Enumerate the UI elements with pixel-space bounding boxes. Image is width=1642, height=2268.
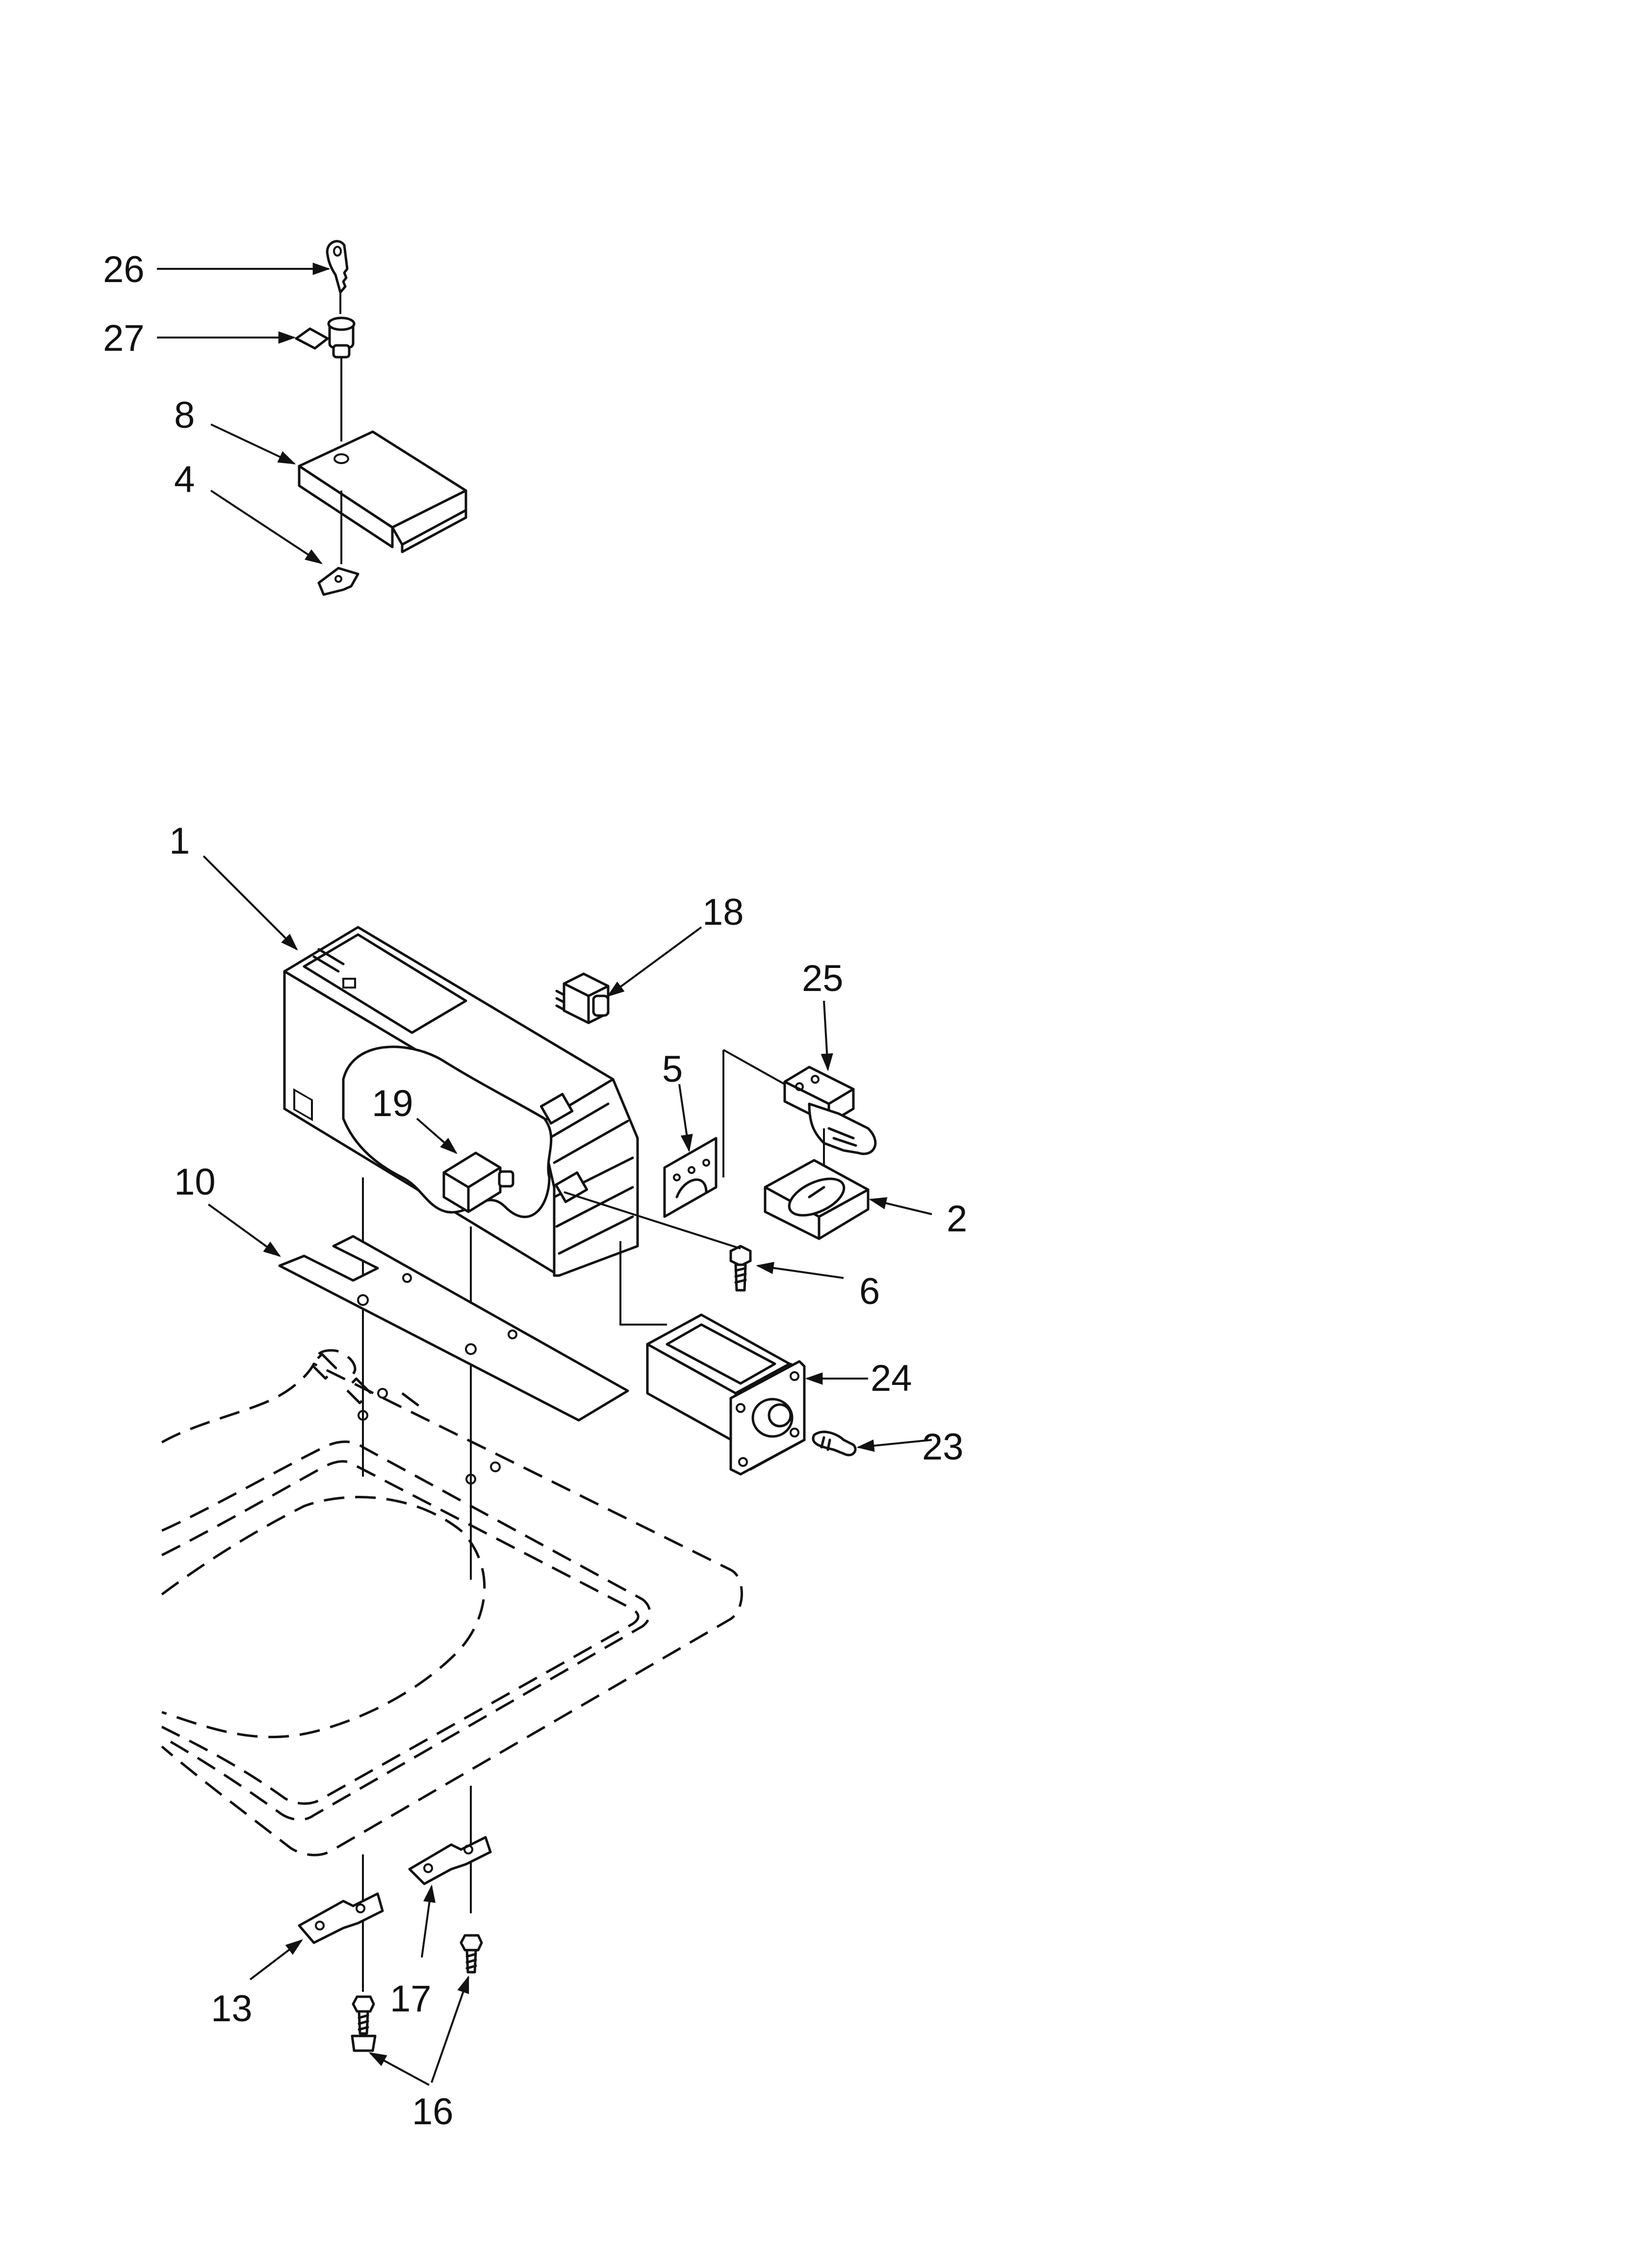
callout-label: 26 (103, 249, 145, 290)
callout-arrows (157, 262, 932, 2086)
part-16-screw (351, 1995, 377, 2052)
callout-label: 13 (211, 1988, 253, 2030)
part-23-pin (812, 1431, 857, 1457)
part-18-rocker-switch (555, 972, 610, 1024)
callout-label: 5 (662, 1048, 683, 1090)
leader-line (723, 1049, 785, 1085)
callout-label: 4 (174, 459, 195, 500)
callout-label: 25 (802, 958, 844, 999)
leader-line (619, 1241, 667, 1326)
part-24-solenoid (646, 1313, 806, 1476)
part-27-lock-cylinder (295, 316, 356, 359)
part-5-plate (663, 1137, 718, 1218)
part-2-switch-cup (764, 1159, 870, 1240)
callout-label: 1 (169, 820, 190, 862)
washer-top-outline (161, 1349, 743, 1856)
part-26-key (326, 240, 349, 294)
part-6-screw (729, 1245, 752, 1292)
part-25-lid-latch (783, 1066, 877, 1155)
part-16-screw (460, 1934, 483, 1974)
callout-label: 17 (390, 1978, 432, 2020)
part-13-bracket (298, 1892, 384, 1944)
part-8-bracket (298, 430, 467, 553)
callout-label: 24 (871, 1357, 912, 1399)
callout-label: 27 (103, 317, 145, 359)
part-10-gasket (278, 1235, 629, 1422)
callout-label: 6 (859, 1271, 880, 1312)
callout-label: 23 (922, 1426, 964, 1468)
callout-label: 19 (372, 1083, 413, 1124)
callout-label: 8 (174, 394, 195, 436)
callout-label: 10 (174, 1161, 216, 1203)
part-4-clip (317, 567, 359, 596)
part-19-switch (442, 1151, 514, 1213)
callout-label: 2 (947, 1198, 967, 1240)
part-17-bracket (408, 1836, 492, 1885)
callout-label: 18 (702, 891, 744, 933)
leader-line (564, 1191, 741, 1250)
callout-label: 16 (412, 2091, 454, 2133)
